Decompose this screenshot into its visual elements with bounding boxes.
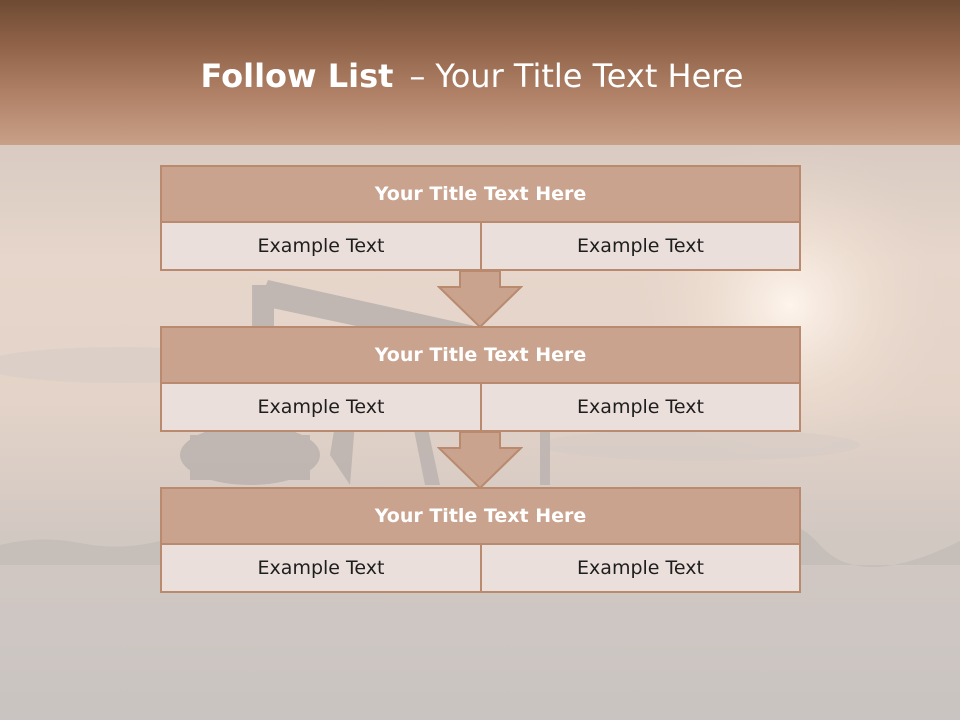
- step-block-3: Your Title Text Here Example Text Exampl…: [160, 487, 801, 593]
- step-left-text: Example Text: [162, 223, 482, 269]
- step-right-text: Example Text: [482, 223, 799, 269]
- step-left-text: Example Text: [162, 545, 482, 591]
- step-title: Your Title Text Here: [162, 489, 799, 545]
- step-block-2: Your Title Text Here Example Text Exampl…: [160, 326, 801, 432]
- step-right-text: Example Text: [482, 545, 799, 591]
- title-dash: –: [409, 57, 426, 95]
- title-bold: Follow List: [200, 57, 394, 95]
- step-right-text: Example Text: [482, 384, 799, 430]
- step-title: Your Title Text Here: [162, 167, 799, 223]
- step-left-text: Example Text: [162, 384, 482, 430]
- slide-title: Follow List–Your Title Text Here: [0, 54, 944, 98]
- down-arrow-icon: [437, 431, 523, 489]
- title-bar: Follow List–Your Title Text Here: [0, 0, 960, 145]
- step-title: Your Title Text Here: [162, 328, 799, 384]
- down-arrow-icon: [437, 270, 523, 328]
- step-block-1: Your Title Text Here Example Text Exampl…: [160, 165, 801, 271]
- title-rest: Your Title Text Here: [435, 57, 744, 95]
